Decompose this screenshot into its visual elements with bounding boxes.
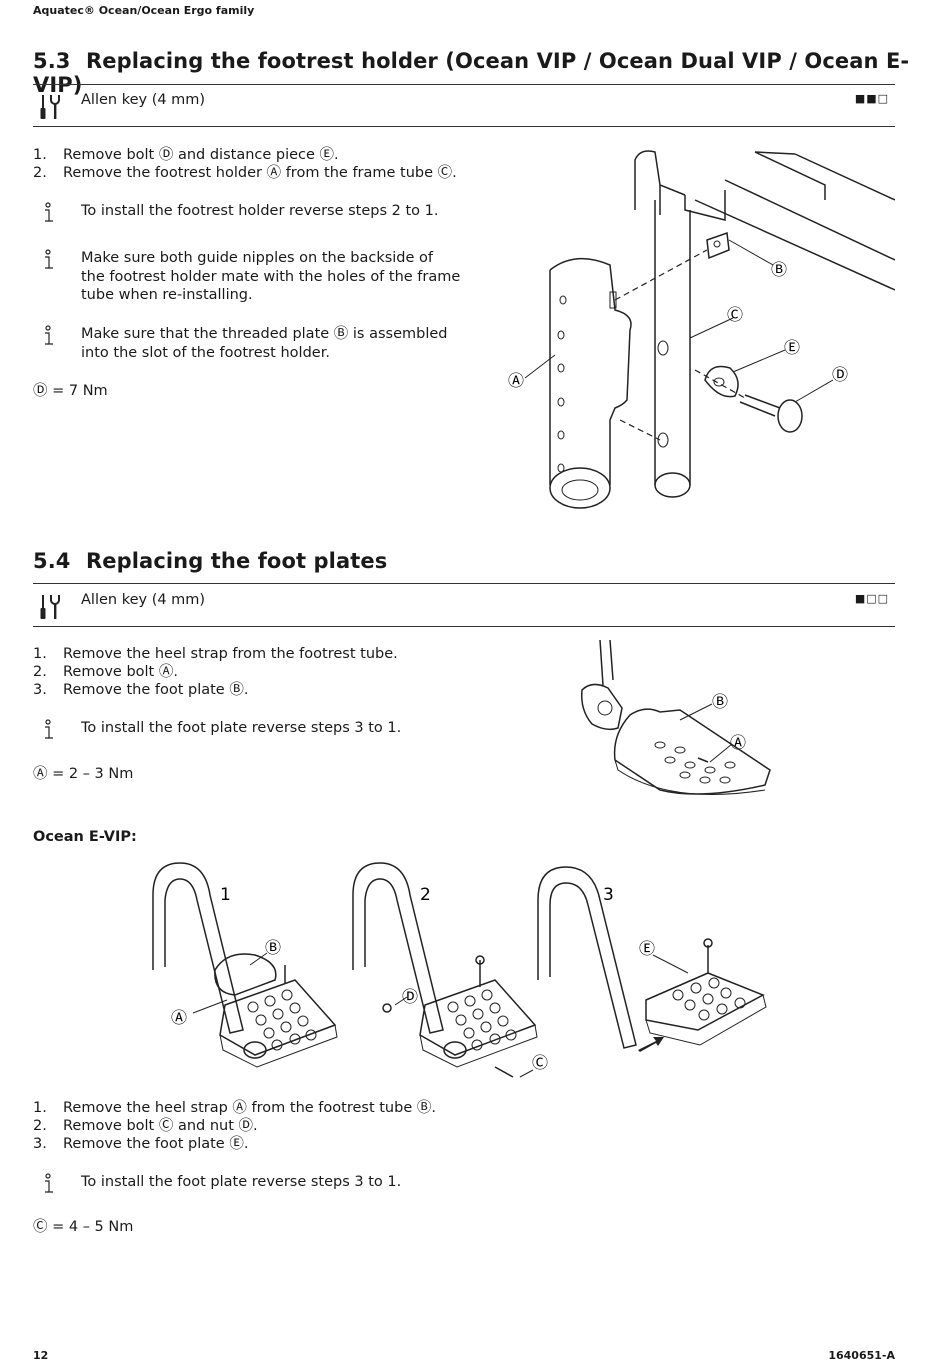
- foot-plate: [419, 979, 537, 1056]
- figure-number: 3: [603, 885, 614, 905]
- label-b: Ⓑ: [712, 692, 728, 711]
- evip-figure-2: 2 Ⓓ Ⓒ: [352, 862, 548, 1078]
- divider: [33, 126, 895, 127]
- step-number: 1.: [33, 147, 47, 163]
- info-icon: [45, 325, 53, 345]
- section-heading-5-4: 5.4 Replacing the foot plates: [33, 549, 387, 573]
- step-number: 2.: [33, 664, 47, 680]
- divider: [33, 84, 895, 85]
- step-text: Remove the heel strap from the footrest …: [63, 646, 398, 662]
- info-icon: [45, 719, 53, 739]
- divider: [33, 583, 895, 584]
- step-text: Remove bolt Ⓒ and nut Ⓓ.: [63, 1118, 258, 1134]
- frame-outline: [634, 150, 686, 210]
- label-d: Ⓓ: [402, 987, 418, 1006]
- footrest-tube: [152, 862, 244, 1034]
- torque-value: Ⓓ = 7 Nm: [33, 383, 108, 399]
- note-text: To install the foot plate reverse steps …: [81, 1174, 402, 1190]
- step-number: 1.: [33, 646, 47, 662]
- foot-plate-illustration: Ⓑ Ⓐ: [580, 640, 771, 795]
- label-e: Ⓔ: [784, 338, 800, 357]
- label-c: Ⓒ: [727, 305, 743, 324]
- running-header: Aquatec® Ocean/Ocean Ergo family: [33, 4, 255, 17]
- foot-plate: [645, 972, 765, 1031]
- footrest-holder-illustration: Ⓐ Ⓑ Ⓒ Ⓔ Ⓓ: [508, 150, 895, 509]
- bolt: [697, 757, 709, 763]
- step-text: Remove the footrest holder Ⓐ from the fr…: [63, 165, 457, 181]
- label-c: Ⓒ: [532, 1053, 548, 1072]
- heel-strap-bracket: [580, 683, 623, 731]
- step-text: Remove the foot plate Ⓑ.: [63, 682, 249, 698]
- step-number: 2.: [33, 1118, 47, 1134]
- note-text: To install the foot plate reverse steps …: [81, 720, 402, 736]
- torque-value: Ⓐ = 2 – 3 Nm: [33, 766, 134, 782]
- subheading-ocean-evip: Ocean E-VIP:: [33, 829, 137, 845]
- step-number: 3.: [33, 682, 47, 698]
- step-text: Remove the foot plate Ⓔ.: [63, 1136, 249, 1152]
- step-number: 2.: [33, 165, 47, 181]
- figure-number: 2: [420, 885, 431, 905]
- label-e: Ⓔ: [639, 939, 655, 958]
- step-text: Remove bolt Ⓓ and distance piece Ⓔ.: [63, 147, 339, 163]
- document-id: 1640651-A: [828, 1349, 895, 1362]
- section-number: 5.3: [33, 49, 71, 73]
- tool-name: Allen key (4 mm): [81, 592, 206, 608]
- tools-icon: [40, 95, 60, 119]
- info-icon: [45, 1173, 53, 1193]
- footrest-tube: [352, 862, 444, 1034]
- info-icon: [45, 202, 53, 222]
- bolt: [739, 394, 781, 417]
- note-text: To install the footrest holder reverse s…: [81, 203, 439, 219]
- tools-row: Allen key (4 mm) ■□□: [33, 587, 895, 627]
- difficulty-indicator: ■■□: [854, 92, 889, 105]
- label-a: Ⓐ: [171, 1008, 187, 1027]
- figure-number: 1: [220, 885, 231, 905]
- threaded-plate: [706, 231, 730, 260]
- arrow-icon: [638, 1037, 664, 1052]
- note-text: Make sure that the threaded plate Ⓑ is a…: [81, 326, 448, 361]
- evip-figure-1: 1 Ⓑ Ⓐ: [152, 862, 338, 1068]
- heel-strap: [214, 953, 277, 996]
- label-b: Ⓑ: [771, 260, 787, 279]
- tool-name: Allen key (4 mm): [81, 92, 206, 108]
- footrest-tube: [537, 866, 637, 1049]
- step-number: 3.: [33, 1136, 47, 1152]
- label-a: Ⓐ: [508, 371, 524, 390]
- foot-plate: [613, 708, 771, 795]
- torque-value: Ⓒ = 4 – 5 Nm: [33, 1219, 134, 1235]
- bolt: [494, 1066, 514, 1078]
- tools-row: Allen key (4 mm) ■■□: [33, 87, 895, 127]
- info-icon: [45, 249, 53, 269]
- label-b: Ⓑ: [265, 938, 281, 957]
- section-title: Replacing the footrest holder (Ocean VIP…: [33, 49, 910, 97]
- evip-figure-3: 3 Ⓔ: [537, 866, 767, 1052]
- divider: [33, 626, 895, 627]
- page-number: 12: [33, 1349, 49, 1362]
- difficulty-indicator: ■□□: [854, 592, 889, 605]
- distance-piece: [704, 365, 739, 398]
- step-text: Remove bolt Ⓐ.: [63, 664, 178, 680]
- nut: [382, 1003, 392, 1013]
- step-text: Remove the heel strap Ⓐ from the footres…: [63, 1100, 436, 1116]
- label-d: Ⓓ: [832, 365, 848, 384]
- footrest-holder: [549, 257, 632, 485]
- evip-illustrations: 1 Ⓑ Ⓐ 2 Ⓓ Ⓒ: [152, 862, 767, 1078]
- tools-icon: [40, 595, 60, 619]
- section-title: Replacing the foot plates: [86, 549, 388, 573]
- foot-plate: [219, 979, 337, 1056]
- step-number: 1.: [33, 1100, 47, 1116]
- section-number: 5.4: [33, 549, 71, 573]
- label-a: Ⓐ: [730, 733, 746, 752]
- note-text: Make sure both guide nipples on the back…: [81, 250, 461, 303]
- frame-tube: [654, 200, 691, 485]
